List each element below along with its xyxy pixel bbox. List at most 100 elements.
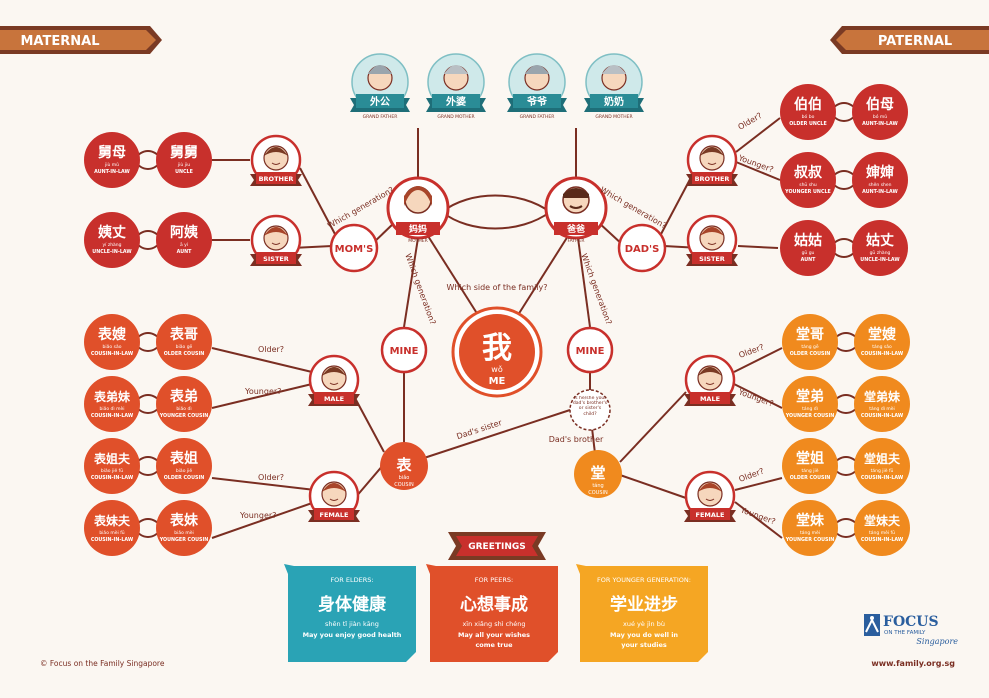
maternal-label: MATERNAL: [21, 34, 100, 49]
relative-pinyin: biǎo gē: [176, 343, 193, 350]
relative-hanzi: 叔叔: [794, 164, 823, 181]
relative-pinyin: biǎo dì mèi: [100, 405, 125, 412]
greeting-pinyin: shēn tǐ jiàn kāng: [325, 620, 379, 628]
me-label: ME: [489, 376, 506, 387]
grandparent-sub: GRAND FATHER: [363, 114, 398, 120]
relative-pinyin: táng jiě: [802, 467, 819, 474]
grandparent-sub: GRAND MOTHER: [595, 114, 632, 120]
relative-english: AUNT-IN-LAW: [94, 169, 130, 175]
moms-hub-label: MOM'S: [335, 244, 374, 255]
relative-english: COUSIN-IN-LAW: [91, 537, 134, 543]
relative-english: UNCLE-IN-LAW: [860, 257, 900, 263]
person-brother: BROTHER: [250, 134, 302, 186]
relative-pinyin: bó mǔ: [873, 113, 887, 120]
biao-english: COUSIN: [394, 482, 414, 488]
relative-hanzi: 姑姑: [794, 232, 822, 249]
grandparent-sub: GRAND FATHER: [520, 114, 555, 120]
relative-hanzi: 伯母: [866, 96, 894, 113]
relative-pinyin: biǎo mèi: [174, 529, 193, 536]
relative-pinyin: biǎo dì: [176, 405, 191, 412]
person-label: SISTER: [699, 255, 725, 263]
relative-pinyin: shū shu: [799, 182, 817, 188]
greeting-hanzi: 身体健康: [318, 594, 387, 615]
which-gen-mine-left: Which generation?: [403, 252, 437, 326]
mother-sub: MOTHER: [408, 238, 428, 244]
relative-english: AUNT: [801, 257, 816, 263]
older-mat: Older?: [258, 345, 284, 354]
website-url: www.family.org.sg: [871, 659, 955, 668]
relative-hanzi: 姨丈: [98, 224, 126, 241]
greeting-hanzi: 学业进步: [610, 594, 678, 615]
relative-english: OLDER COUSIN: [164, 475, 205, 481]
relative-hanzi: 堂姐: [796, 450, 824, 467]
relative-pinyin: jiù jiu: [177, 161, 190, 168]
person-label: MALE: [700, 395, 720, 403]
relative-pinyin: táng gē: [801, 343, 819, 350]
person-label: MALE: [324, 395, 344, 403]
tang-node: 堂 táng COUSIN: [574, 450, 622, 498]
person-label: BROTHER: [695, 175, 730, 183]
relative-english: UNCLE: [175, 169, 193, 175]
dads-sister-text: Dad's sister: [456, 418, 504, 441]
relative-hanzi: 堂弟妹: [864, 389, 901, 404]
grandparent-sub: GRAND MOTHER: [437, 114, 474, 120]
father-node: 爸爸 FATHER: [544, 176, 608, 244]
younger-mat2: Younger?: [239, 511, 276, 520]
paternal-label: PATERNAL: [878, 34, 952, 49]
relative-english: COUSIN-IN-LAW: [861, 351, 904, 357]
grandparent-node: 奶奶 GRAND MOTHER: [584, 53, 644, 120]
person-male: MALE: [308, 354, 360, 406]
relative-pinyin: biǎo sǎo: [103, 343, 122, 350]
dads-child-question: Is he/she your dad's brother's or sister…: [569, 389, 611, 431]
dads-brother-text: Dad's brother: [549, 435, 604, 444]
mine-right-label: MINE: [576, 346, 605, 357]
relative-english: OLDER UNCLE: [789, 121, 827, 127]
relative-english: YOUNGER COUSIN: [159, 537, 209, 543]
relative-english: AUNT: [177, 249, 192, 255]
maternal-banner: MATERNAL: [0, 26, 162, 54]
relative-english: COUSIN-IN-LAW: [861, 413, 904, 419]
person-label: FEMALE: [320, 511, 349, 519]
mother-hanzi: 妈妈: [409, 223, 427, 235]
relative-hanzi: 堂妹: [796, 512, 825, 529]
dads-child-text: Is he/she your dad's brother's or sister…: [572, 396, 608, 417]
relative-hanzi: 堂妹夫: [864, 513, 901, 528]
relative-english: UNCLE-IN-LAW: [92, 249, 132, 255]
relative-pinyin: yí zhàng: [102, 241, 121, 248]
person-sister: SISTER: [686, 214, 738, 266]
which-side-text: Which side of the family?: [446, 283, 547, 292]
relative-english: YOUNGER COUSIN: [785, 537, 835, 543]
relative-pinyin: táng mèi fū: [869, 529, 895, 536]
greetings-title: GREETINGS: [468, 542, 526, 552]
person-female: FEMALE: [684, 470, 736, 522]
older-pat: Older?: [737, 111, 764, 132]
relative-pinyin: biǎo mèi fū: [99, 529, 124, 536]
relative-pinyin: biǎo jiě fū: [101, 467, 123, 474]
person-female: FEMALE: [308, 470, 360, 522]
relative-english: YOUNGER UNCLE: [784, 189, 831, 195]
younger-mat: Younger?: [244, 387, 281, 396]
me-node: 我 wǒ ME: [451, 306, 543, 398]
relative-pinyin: bó bo: [802, 113, 815, 120]
grandparent-hanzi: 奶奶: [604, 95, 624, 108]
relative-pinyin: gū zhàng: [870, 249, 891, 256]
